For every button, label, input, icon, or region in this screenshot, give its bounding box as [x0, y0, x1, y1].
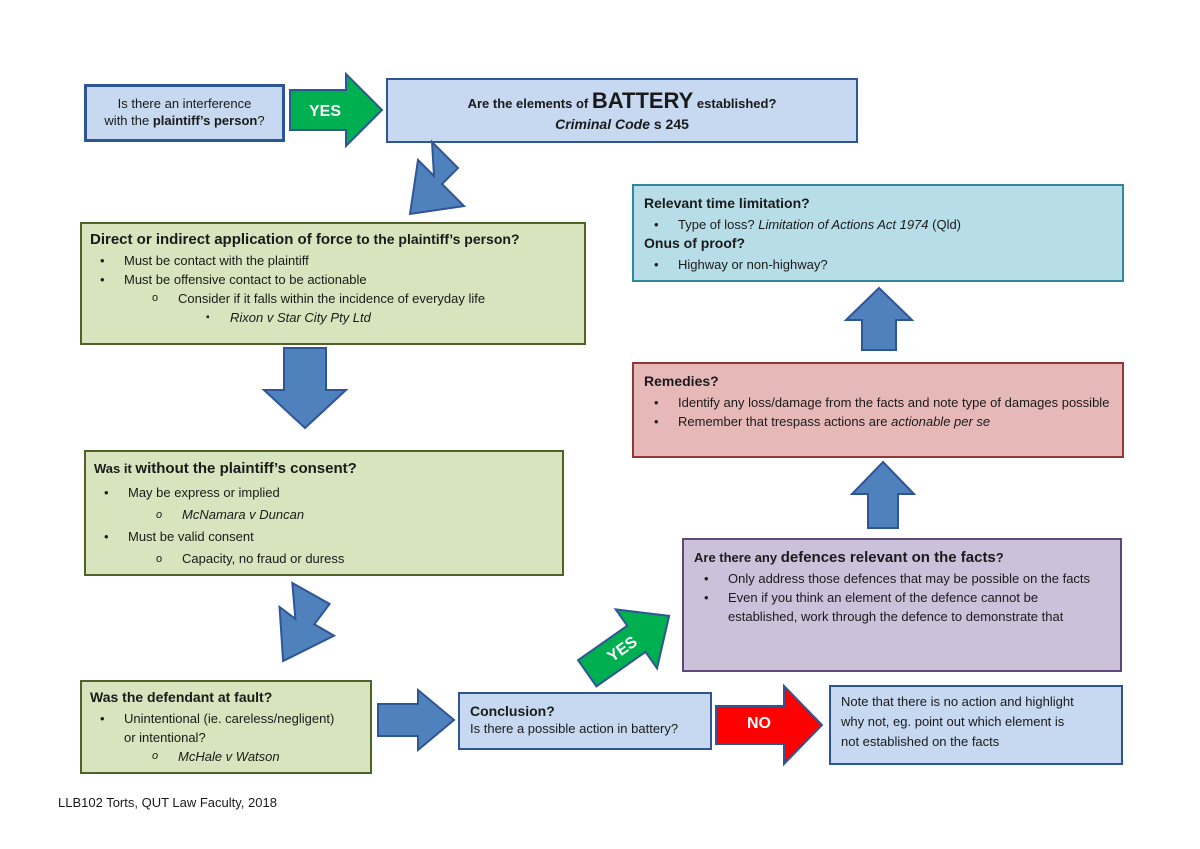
fault-bullet-1: Unintentional (ie. careless/negligent)or…: [90, 709, 362, 747]
conclusion-box: Conclusion? Is there a possible action i…: [458, 692, 712, 750]
remedies-box: Remedies? Identify any loss/damage from …: [632, 362, 1124, 458]
no-action-box: Note that there is no action and highlig…: [829, 685, 1123, 765]
fault-title: Was the defendant at fault?: [90, 689, 273, 705]
no-action-line3: not established on the facts: [841, 734, 1000, 749]
battery-code: Criminal Code s 245: [555, 116, 689, 132]
defences-box: Are there any defences relevant on the f…: [682, 538, 1122, 672]
no-action-line1: Note that there is no action and highlig…: [841, 694, 1074, 709]
consent-sub-2: Capacity, no fraud or duress: [94, 548, 554, 570]
battery-title: Are the elements of BATTERY established?: [467, 88, 777, 113]
start-line2: with the plaintiff’s person?: [104, 113, 265, 128]
defences-bullet-2: Even if you think an element of the defe…: [694, 588, 1110, 626]
consent-case-1: McNamara v Duncan: [94, 504, 554, 526]
consent-title: Was it without the plaintiff’s consent?: [94, 460, 357, 477]
remedies-bullet-2: Remember that trespass actions are actio…: [644, 412, 1112, 431]
arrow-force-to-consent: [261, 347, 349, 430]
onus-title: Onus of proof?: [644, 235, 746, 251]
conclusion-title: Conclusion?: [470, 703, 555, 719]
remedies-bullet-1: Identify any loss/damage from the facts …: [644, 393, 1112, 412]
defences-bullet-1: Only address those defences that may be …: [694, 569, 1110, 588]
time-limitation-box: Relevant time limitation? Type of loss? …: [632, 184, 1124, 282]
time-title: Relevant time limitation?: [644, 195, 810, 211]
defences-title: Are there any defences relevant on the f…: [694, 549, 1004, 566]
yes-arrow-diag: [576, 608, 671, 688]
fault-box: Was the defendant at fault? Unintentiona…: [80, 680, 372, 774]
start-box: Is there an interference with the plaint…: [84, 84, 285, 142]
yes-arrow-top-label: YES: [308, 103, 341, 120]
arrow-defences-to-remedies: [849, 460, 917, 529]
consent-box: Was it without the plaintiff’s consent? …: [84, 450, 564, 576]
yes-arrow-top: [289, 71, 384, 149]
force-bullet-1: Must be contact with the plaintiff: [90, 251, 576, 270]
footer: LLB102 Torts, QUT Law Faculty, 2018: [58, 795, 277, 810]
consent-bullet-1: May be express or implied: [94, 482, 554, 504]
time-bullet-2: Highway or non-highway?: [644, 255, 1112, 274]
no-action-line2: why not, eg. point out which element is: [841, 714, 1065, 729]
arrow-fault-to-conclusion: [377, 687, 456, 753]
force-case-1: Rixon v Star City Pty Ltd: [90, 308, 576, 327]
force-sub-1: Consider if it falls within the incidenc…: [90, 289, 576, 308]
fault-case-1: McHale v Watson: [90, 747, 362, 766]
no-arrow-label: NO: [747, 715, 771, 732]
force-box: Direct or indirect application of force …: [80, 222, 586, 345]
consent-bullet-2: Must be valid consent: [94, 526, 554, 548]
arrow-remedies-to-time: [843, 286, 915, 351]
start-line1: Is there an interference: [117, 96, 252, 111]
no-arrow: [715, 683, 824, 767]
force-title: Direct or indirect application of force …: [90, 231, 520, 248]
arrow-battery-to-force: [408, 139, 467, 216]
battery-box: Are the elements of BATTERY established?…: [386, 78, 858, 143]
conclusion-text: Is there a possible action in battery?: [470, 721, 679, 736]
time-bullet-1: Type of loss? Limitation of Actions Act …: [644, 215, 1112, 234]
remedies-title: Remedies?: [644, 373, 719, 389]
arrow-consent-to-fault: [278, 581, 337, 663]
force-bullet-2: Must be offensive contact to be actionab…: [90, 270, 576, 289]
